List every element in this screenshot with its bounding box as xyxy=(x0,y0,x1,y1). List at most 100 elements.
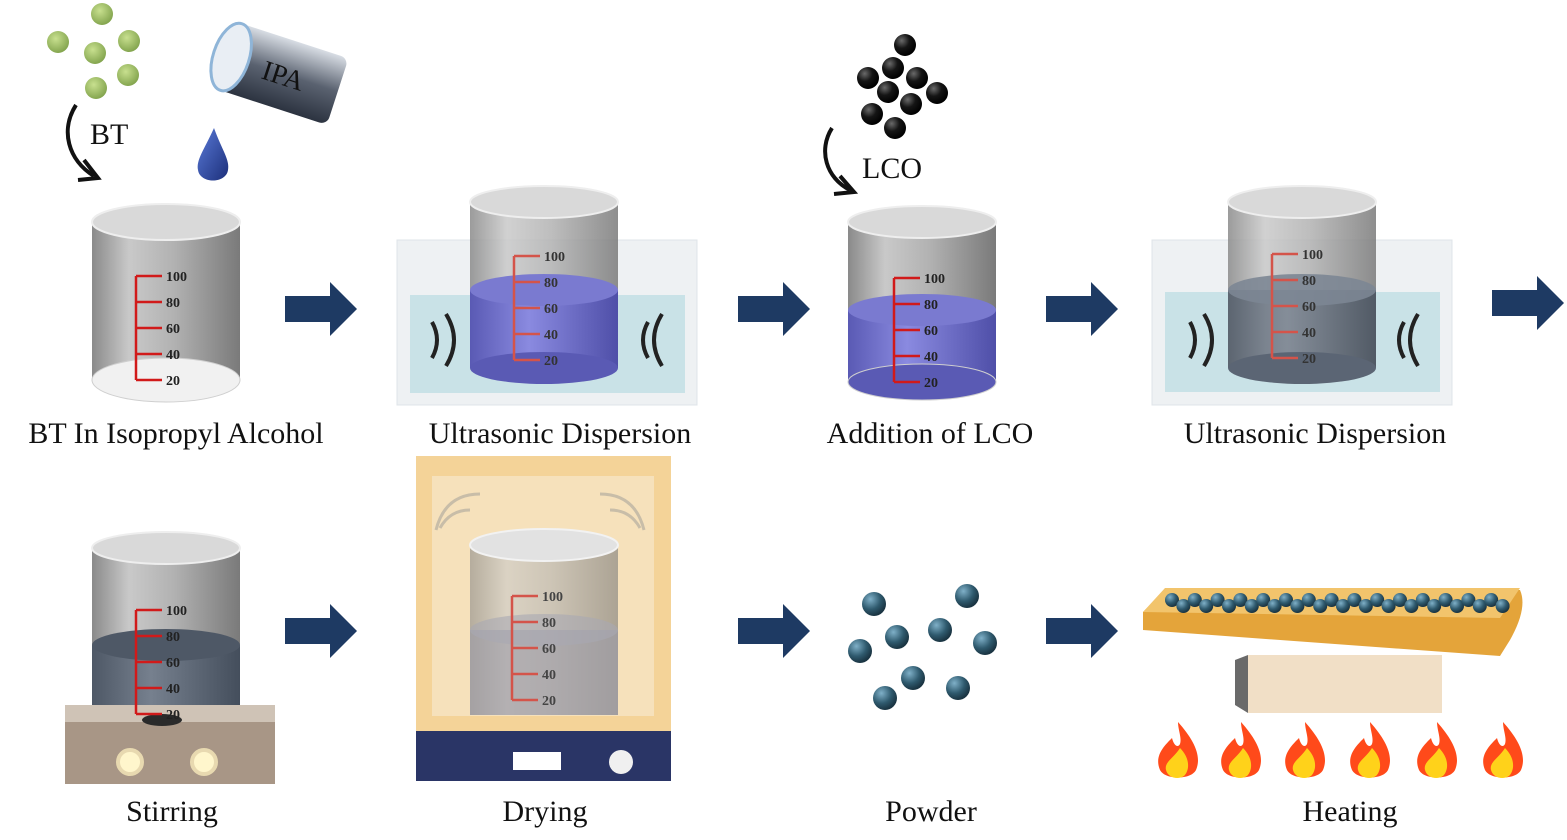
crucible-powder-ball xyxy=(1233,593,1248,607)
scale-tick-label: 20 xyxy=(166,374,180,389)
flame-icon xyxy=(1158,722,1198,778)
caption-bt-in-isopropyl-alcohol: BT In Isopropyl Alcohol xyxy=(28,417,324,450)
scale-bath-2: 100 80 60 40 20 xyxy=(1270,248,1323,367)
scale-tick-label: 20 xyxy=(1302,352,1316,367)
scale-tick-label: 40 xyxy=(542,668,556,683)
scale-tick-label: 40 xyxy=(924,350,938,365)
crucible-powder-ball xyxy=(1450,599,1464,613)
scale-tick-label: 60 xyxy=(924,324,938,339)
crucible-powder-ball xyxy=(1256,593,1271,607)
flame-icon xyxy=(1285,722,1325,778)
ipa-bottle: IPA xyxy=(209,21,347,123)
crucible-powder-ball xyxy=(1313,599,1328,613)
crucible-powder-ball xyxy=(1279,593,1293,607)
scale-tick-label: 20 xyxy=(924,376,938,391)
flames xyxy=(1158,722,1523,778)
bt-particles xyxy=(47,3,140,99)
crucible-powder-ball xyxy=(1495,599,1510,613)
beaker-lco xyxy=(847,205,997,401)
scale-tick-label: 100 xyxy=(544,250,565,265)
lco-particles xyxy=(857,34,948,139)
scale-tick-label: 80 xyxy=(544,276,558,291)
crucible-powder-ball xyxy=(1324,593,1339,607)
lco-arrow-head xyxy=(833,174,859,196)
crucible-powder-ball xyxy=(1244,599,1259,613)
crucible-powder-ball xyxy=(1222,599,1236,613)
scale-tick-label: 40 xyxy=(166,682,180,697)
powder-particles xyxy=(848,584,997,710)
scale-tick-label: 60 xyxy=(542,642,556,657)
scale-tick-label: 80 xyxy=(924,298,938,313)
scale-beaker-1: 100 80 60 40 20 xyxy=(134,270,187,389)
flame-icon xyxy=(1350,722,1390,778)
crucible-powder-ball xyxy=(1358,599,1373,613)
scale-tick-label: 40 xyxy=(544,328,558,343)
measurement-scales: 100 80 60 40 20 100 80 60 40 20 100 80 60 40 20 100 80 60… xyxy=(134,248,1323,723)
scale-oven: 100 80 60 40 20 xyxy=(510,590,563,709)
flame-icon xyxy=(1417,722,1457,778)
scale-tick-label: 80 xyxy=(166,296,180,311)
scale-tick-label: 20 xyxy=(166,708,180,723)
arrow-4 xyxy=(1492,276,1564,330)
crucible-powder-ball xyxy=(1393,593,1407,607)
arrow-3 xyxy=(1046,282,1118,336)
beaker-bt-ipa xyxy=(91,203,241,403)
scale-tick-label: 60 xyxy=(544,302,558,317)
scale-tick-label: 80 xyxy=(1302,274,1316,289)
scale-stirrer: 100 80 60 40 20 xyxy=(134,604,187,723)
crucible-powder-ball xyxy=(1267,599,1282,613)
crucible-powder-ball xyxy=(1404,599,1419,613)
crucible-powder-ball xyxy=(1427,599,1442,613)
crucible-powder-ball xyxy=(1176,599,1191,613)
arrow-6 xyxy=(738,604,810,658)
crucible-powder xyxy=(1165,593,1510,613)
crucible-powder-ball xyxy=(1165,593,1179,607)
scale-beaker-3: 100 80 60 40 20 xyxy=(892,272,945,391)
scale-tick-label: 80 xyxy=(166,630,180,645)
crucible-powder-ball xyxy=(1415,593,1430,607)
scale-tick-label: 20 xyxy=(544,354,558,369)
arrow-1 xyxy=(285,282,357,336)
crucible-powder-ball xyxy=(1199,599,1214,613)
caption-ultrasonic-dispersion-2: Ultrasonic Dispersion xyxy=(1183,417,1447,450)
scale-tick-label: 100 xyxy=(166,604,187,619)
scale-bath-1: 100 80 60 40 20 xyxy=(512,250,565,369)
crucible-powder-ball xyxy=(1290,599,1305,613)
crucible-powder-ball xyxy=(1370,593,1385,607)
lco-label: LCO xyxy=(862,152,922,185)
heating-crucible xyxy=(1143,588,1523,713)
bt-label: BT xyxy=(90,118,128,151)
crucible-powder-ball xyxy=(1336,599,1350,613)
bt-curved-arrow xyxy=(65,103,96,178)
flame-icon xyxy=(1483,722,1523,778)
scale-tick-label: 100 xyxy=(166,270,187,285)
scale-tick-label: 80 xyxy=(542,616,556,631)
scale-tick-label: 40 xyxy=(1302,326,1316,341)
bt-arrow-head xyxy=(77,158,102,182)
scale-tick-label: 100 xyxy=(542,590,563,605)
arrow-5 xyxy=(285,604,357,658)
crucible-powder-ball xyxy=(1347,593,1362,607)
crucible-powder-ball xyxy=(1301,593,1316,607)
scale-tick-label: 60 xyxy=(166,322,180,337)
caption-drying: Drying xyxy=(502,795,588,828)
crucible-powder-ball xyxy=(1484,593,1499,607)
arrow-7 xyxy=(1046,604,1118,658)
crucible-powder-ball xyxy=(1461,593,1476,607)
ultrasonic-bath-2 xyxy=(1151,185,1453,406)
scale-tick-label: 20 xyxy=(542,694,556,709)
crucible-powder-ball xyxy=(1381,599,1396,613)
scale-tick-label: 100 xyxy=(924,272,945,287)
crucible-powder-ball xyxy=(1438,593,1453,607)
scale-tick-label: 60 xyxy=(1302,300,1316,315)
scale-tick-label: 40 xyxy=(166,348,180,363)
scale-tick-label: 100 xyxy=(1302,248,1323,263)
caption-heating: Heating xyxy=(1302,795,1398,828)
stirrer xyxy=(65,531,275,784)
crucible-powder-ball xyxy=(1472,599,1487,613)
arrow-2 xyxy=(738,282,810,336)
scale-tick-label: 60 xyxy=(166,656,180,671)
drying-oven xyxy=(416,456,671,781)
